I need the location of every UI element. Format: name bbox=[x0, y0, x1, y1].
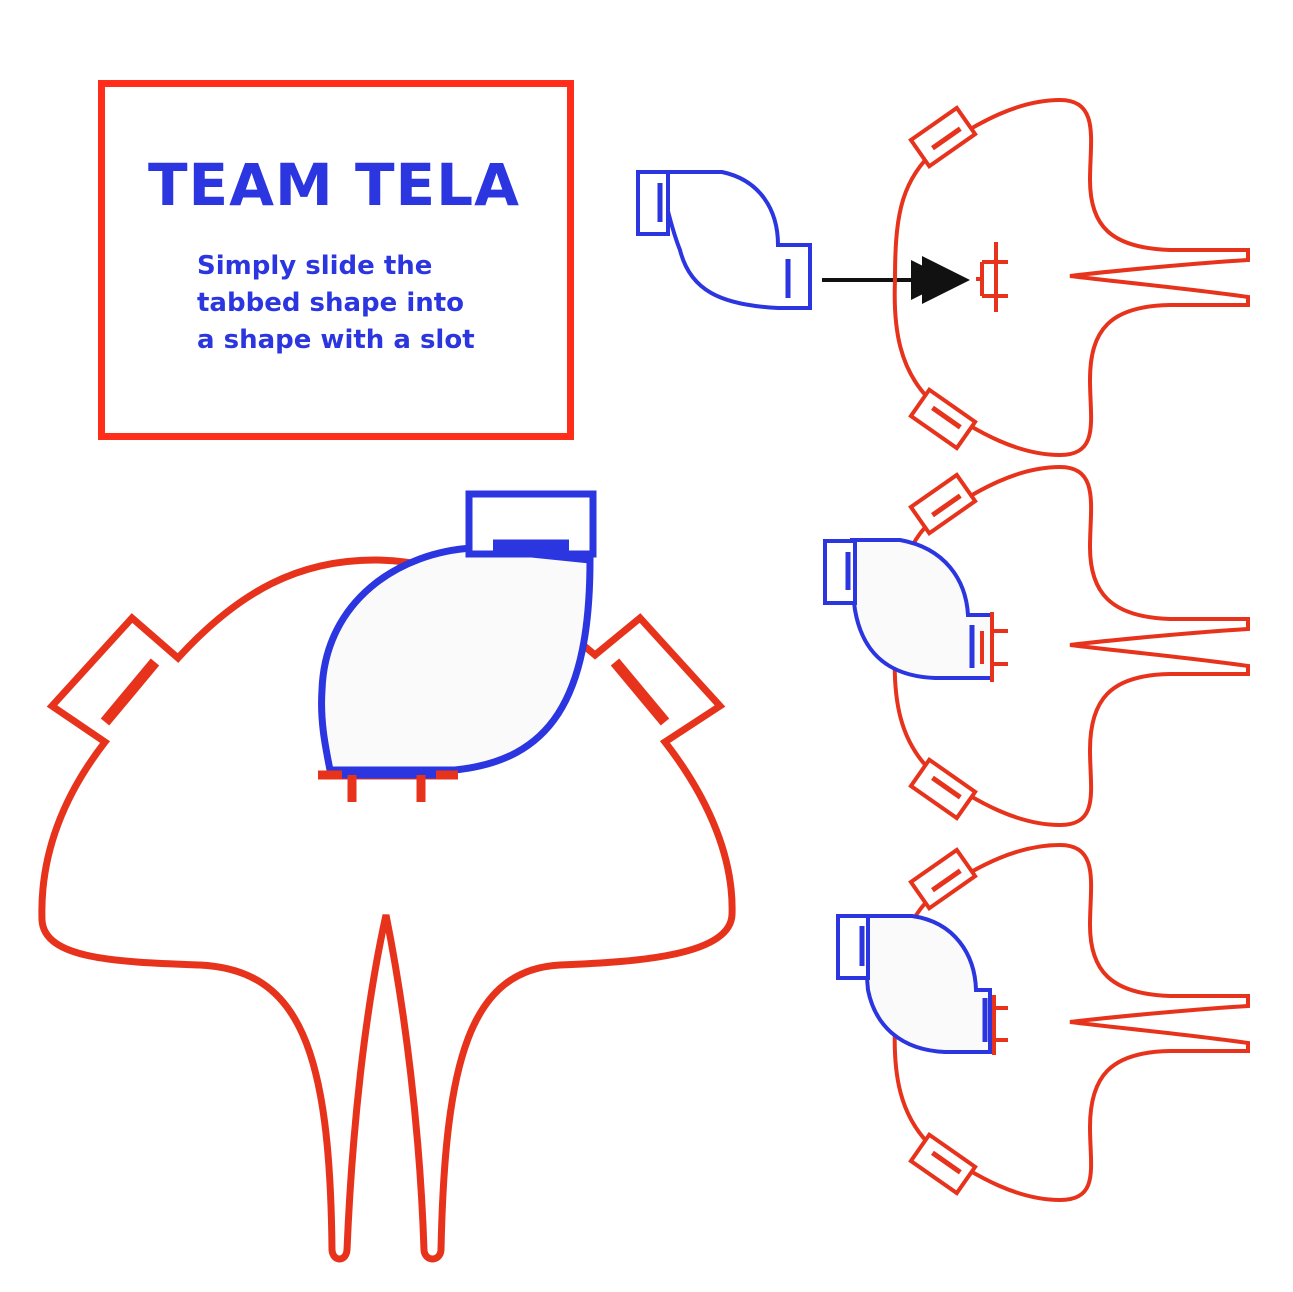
instruction-line-1: Simply slide the bbox=[197, 251, 433, 281]
title-frame bbox=[98, 80, 574, 440]
tabbed-shape-free bbox=[636, 170, 812, 310]
slotted-shape-2 bbox=[823, 464, 1250, 828]
arrowhead-icon bbox=[922, 256, 970, 304]
instructions: Simply slide the tabbed shape into a sha… bbox=[197, 248, 537, 359]
instruction-line-3: a shape with a slot bbox=[197, 325, 475, 355]
slotted-shape-3 bbox=[836, 842, 1250, 1203]
slot-icon bbox=[976, 242, 1008, 312]
title: TEAM TELA bbox=[147, 151, 520, 219]
tab-rect bbox=[636, 170, 670, 236]
slotted-shape-1 bbox=[892, 97, 1250, 458]
large-assembly bbox=[38, 490, 736, 1263]
instruction-line-2: tabbed shape into bbox=[197, 288, 465, 318]
